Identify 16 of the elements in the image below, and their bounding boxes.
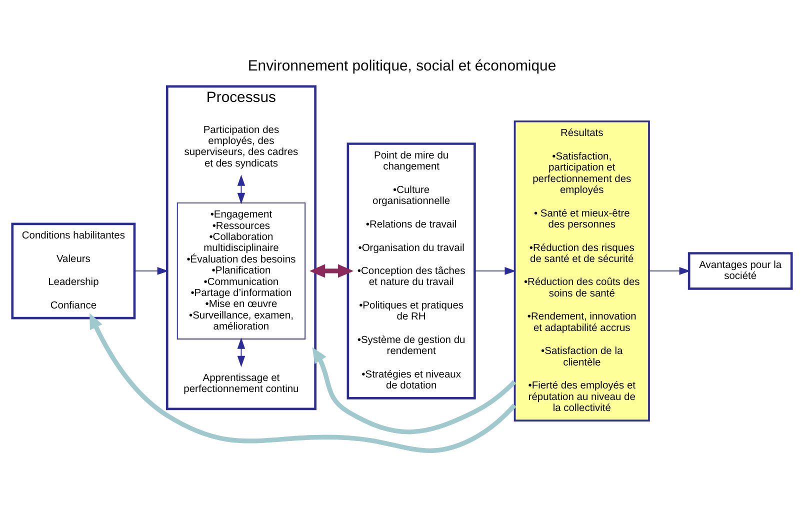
arrow — [237, 338, 246, 368]
node-text: Participation des employés, des superviseurs, des cadres et des syndicats — [184, 124, 298, 170]
diagram-title: Environnement politique, social et économique — [248, 58, 556, 74]
node-text: Apprentissage et perfectionnement continu — [184, 372, 299, 395]
arrow — [90, 313, 516, 453]
node-box: Résultats •Satisfaction, participation et perfectionnement des employés • Santé et mieux-être des personnes •Réduction des risques de santé et de sécurité •Réduction des coûts des soins de santé •Rendement, innovation et adaptabilité accrus •Satisfaction de la clientèle •Fierté des employés et réputation au niveau de la collectivité — [514, 120, 650, 422]
arrow — [310, 264, 354, 278]
node-box: Conditions habilitantes Valeurs Leadership Confiance — [11, 222, 136, 320]
arrow — [312, 347, 516, 434]
arrow — [237, 174, 246, 204]
node-box: Point de mire du changement •Culture organisationnelle •Relations de travail •Organisation du travail •Conception des tâches et nature du travail •Politiques et pratiques de RH •Système de gestion du rendement •Stratégies et niveaux de dotation — [346, 142, 476, 400]
node-box: Avantages pour la société — [688, 252, 793, 290]
arrow — [134, 267, 169, 275]
arrow — [648, 267, 690, 275]
node-box: •Engagement •Ressources •Collaboration multidisciplinaire •Évaluation des besoins •Planification •Communication •Partage d’information •Mise en œuvre •Surveillance, examen, amélioration — [176, 202, 306, 340]
arrow — [474, 267, 516, 275]
